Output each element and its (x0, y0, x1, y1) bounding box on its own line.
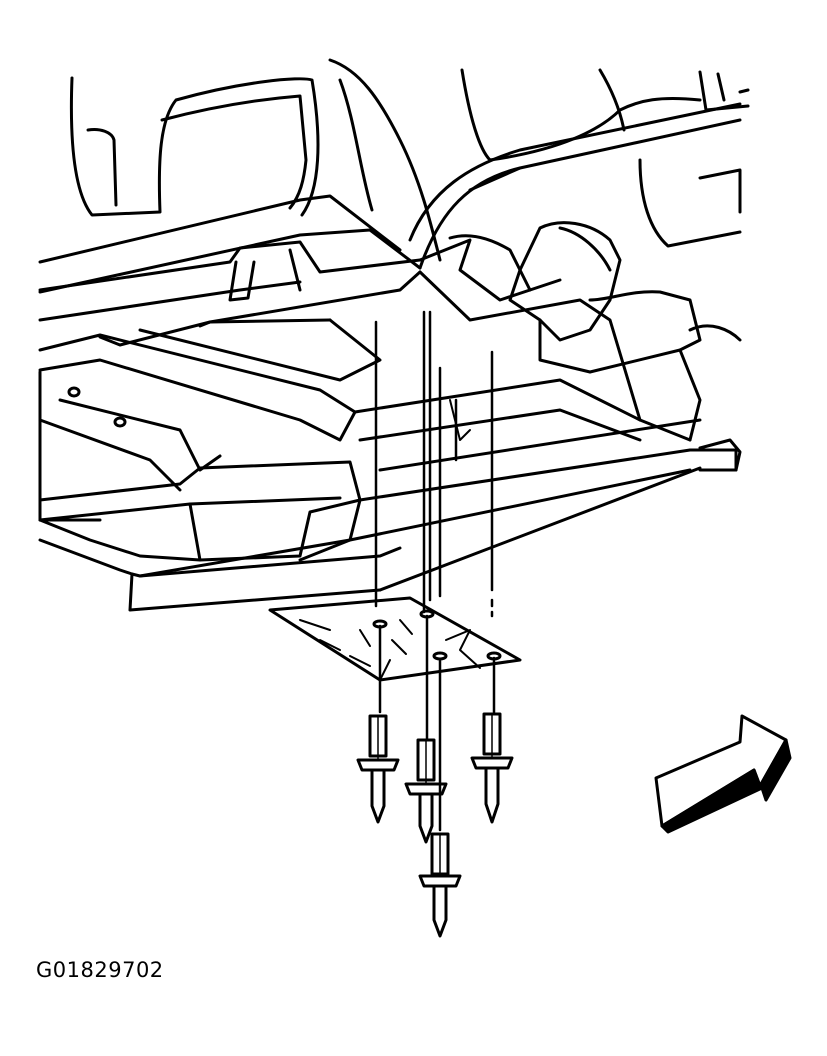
rivet (404, 738, 448, 844)
alignment-lines (374, 310, 496, 832)
rivet (418, 832, 462, 938)
shield-plate (268, 596, 522, 682)
figure-code: G01829702 (36, 958, 164, 982)
forward-arrow-icon (654, 714, 792, 834)
rivet (356, 714, 400, 824)
rivet (470, 712, 514, 824)
floor-frame-structure (38, 221, 742, 612)
vehicle-body-outline (38, 58, 750, 294)
